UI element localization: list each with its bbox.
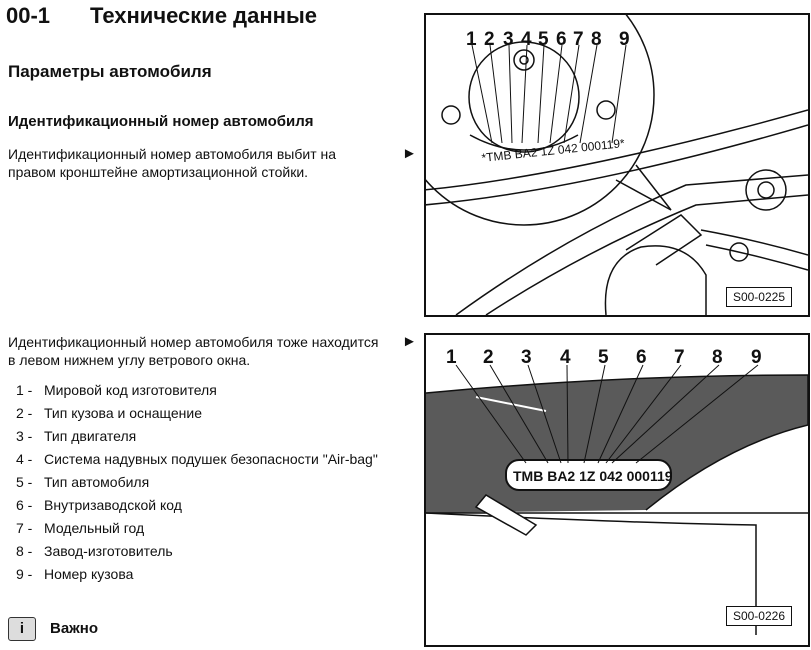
list-item: 8 - Завод-изготовитель [16,542,396,560]
list-item: 1 - Мировой код изготовителя [16,381,396,399]
callout-7: 7 [674,347,685,368]
legend-number: 5 - [16,474,33,490]
legend-text: Номер кузова [44,566,134,582]
callout-6: 6 [636,347,647,368]
legend-number: 6 - [16,497,33,513]
section-subtitle: Параметры автомобиля [8,62,212,81]
legend-number: 1 - [16,382,33,398]
figure-strut-mount-vin: 1 2 3 4 5 6 7 8 9 *TMB BA2 1Z 042 000119… [424,13,810,317]
vin-location-text-1: Идентификационный номер автомобиля выбит… [8,146,337,180]
legend-number: 7 - [16,520,33,536]
figure-label: S00-0226 [725,606,792,626]
callout-8: 8 [591,29,602,50]
legend-number: 4 - [16,451,33,467]
callout-4: 4 [521,29,532,50]
legend-number: 8 - [16,543,33,559]
callout-2: 2 [483,347,494,368]
arrow-right-icon: ► [402,333,417,350]
section-number: 00-1 [6,3,51,28]
arrow-right-icon: ► [402,145,417,162]
vin-legend-list: 1 - Мировой код изготовителя 2 - Тип кузов… [16,381,396,588]
callout-3: 3 [521,347,532,368]
callout-8: 8 [712,347,723,368]
callout-2: 2 [484,29,495,50]
vin-plate-text: TMB BA2 1Z 042 000119 [513,468,673,484]
legend-text: Тип двигателя [44,428,137,444]
legend-text: Тип кузова и оснащение [44,405,203,421]
legend-number: 3 - [16,428,33,444]
legend-number: 9 - [16,566,33,582]
list-item: 3 - Тип двигателя [16,427,396,445]
windshield-illustration: 1 2 3 4 5 6 7 8 9 TMB BA2 1Z 042 000119 [426,347,808,635]
legend-text: Модельный год [44,520,145,536]
info-icon: i [8,617,36,641]
callout-3: 3 [503,29,514,50]
legend-text: Завод-изготовитель [44,543,173,559]
list-item: 2 - Тип кузова и оснащение [16,404,396,422]
legend-text: Внутризаводской код [44,497,182,513]
list-item: 5 - Тип автомобиля [16,473,396,491]
figure-windshield-vin: 1 2 3 4 5 6 7 8 9 TMB BA2 1Z 042 000119 … [424,333,810,647]
figure-label: S00-0225 [725,287,792,307]
callout-7: 7 [573,29,584,50]
vin-heading: Идентификационный номер автомобиля [8,113,314,130]
list-item: 7 - Модельный год [16,519,396,537]
callout-1: 1 [466,29,477,50]
legend-text: Мировой код изготовителя [44,382,217,398]
callout-9: 9 [751,347,762,368]
callout-4: 4 [560,347,571,368]
list-item: 4 - Система надувных подушек безопасности… [16,450,396,468]
important-label: Важно [50,619,99,637]
legend-text: Тип автомобиля [44,474,150,490]
callout-5: 5 [538,29,549,50]
strut-mount-illustration: 1 2 3 4 5 6 7 8 9 *TMB BA2 1Z 042 000119… [426,15,808,315]
callout-5: 5 [598,347,609,368]
legend-number: 2 - [16,405,33,421]
callout-9: 9 [619,29,630,50]
page-title: Технические данные [90,3,317,28]
callout-6: 6 [556,29,567,50]
legend-text: Система надувных подушек безопасности "A… [44,451,378,467]
vin-location-text-2: Идентификационный номер автомобиля тоже … [8,334,379,368]
callout-1: 1 [446,347,457,368]
important-note: i Важно [8,617,98,641]
list-item: 9 - Номер кузова [16,565,396,583]
list-item: 6 - Внутризаводской код [16,496,396,514]
